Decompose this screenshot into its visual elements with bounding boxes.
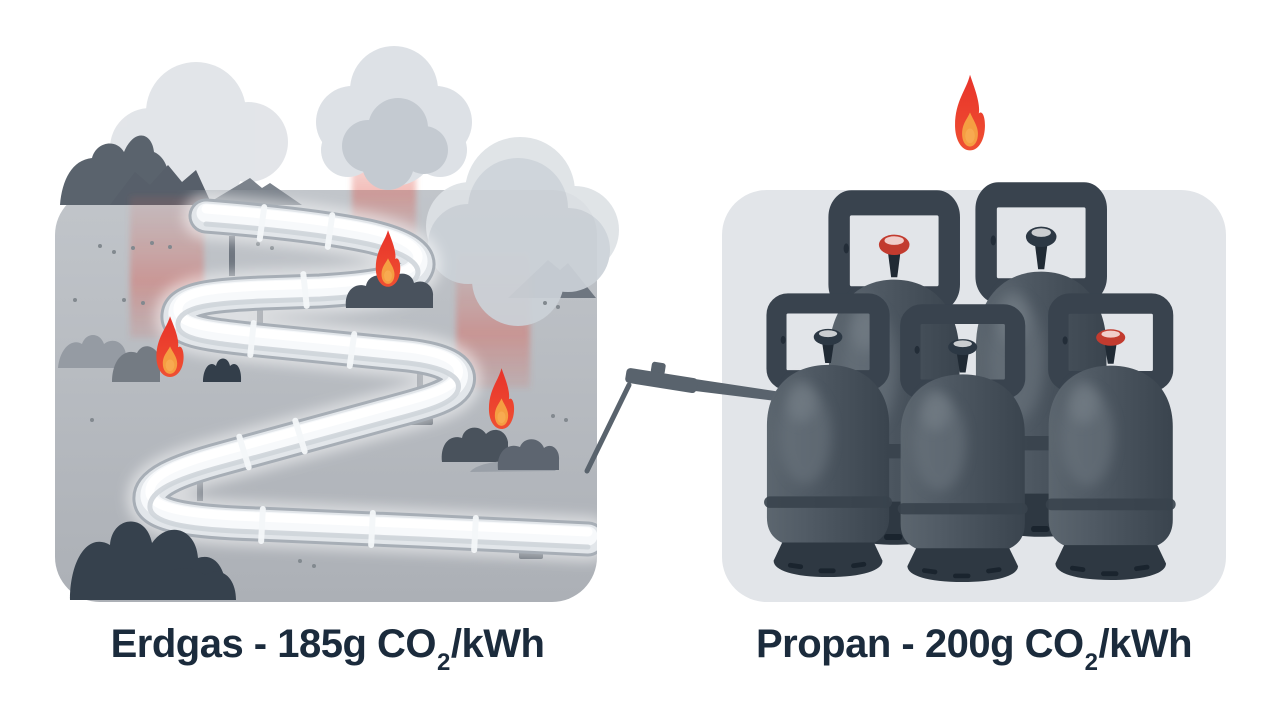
- rock-clusters: [345, 273, 560, 472]
- torch-body: [625, 368, 698, 393]
- torch-knob: [650, 361, 666, 375]
- flame-icon-propane: [955, 74, 985, 151]
- propan-scene: [584, 74, 1226, 602]
- pipeline-joints: [236, 204, 479, 553]
- propane-cylinder-front-middle: [898, 314, 1028, 582]
- erdgas-label-prefix: Erdgas - 185g CO: [110, 622, 437, 666]
- rock-icon: [112, 346, 160, 382]
- mountain-icon: [110, 165, 212, 205]
- pipeline: [150, 204, 588, 553]
- erdgas-label: Erdgas - 185g CO2/kWh: [55, 620, 600, 674]
- texture-dots: [73, 241, 568, 568]
- bushes: [70, 358, 242, 600]
- infographic-illustration: [55, 46, 1226, 602]
- propane-cylinder-front-left: [764, 303, 892, 577]
- erdgas-label-subscript: 2: [437, 648, 450, 676]
- propan-label-subscript: 2: [1084, 648, 1098, 676]
- smoke-cloud-right: [426, 137, 619, 326]
- propane-cylinder-front-right: [1046, 304, 1176, 580]
- smoke-cloud-middle: [316, 46, 472, 190]
- rocks-left: [58, 335, 160, 382]
- small-bush-icon: [203, 358, 242, 382]
- propan-label-suffix: /kWh: [1098, 622, 1193, 666]
- erdgas-label-suffix: /kWh: [450, 622, 545, 666]
- propan-label: Propan - 200g CO2/kWh: [724, 620, 1224, 674]
- propan-label-prefix: Propan - 200g CO: [755, 622, 1084, 666]
- erdgas-scene: [55, 46, 619, 602]
